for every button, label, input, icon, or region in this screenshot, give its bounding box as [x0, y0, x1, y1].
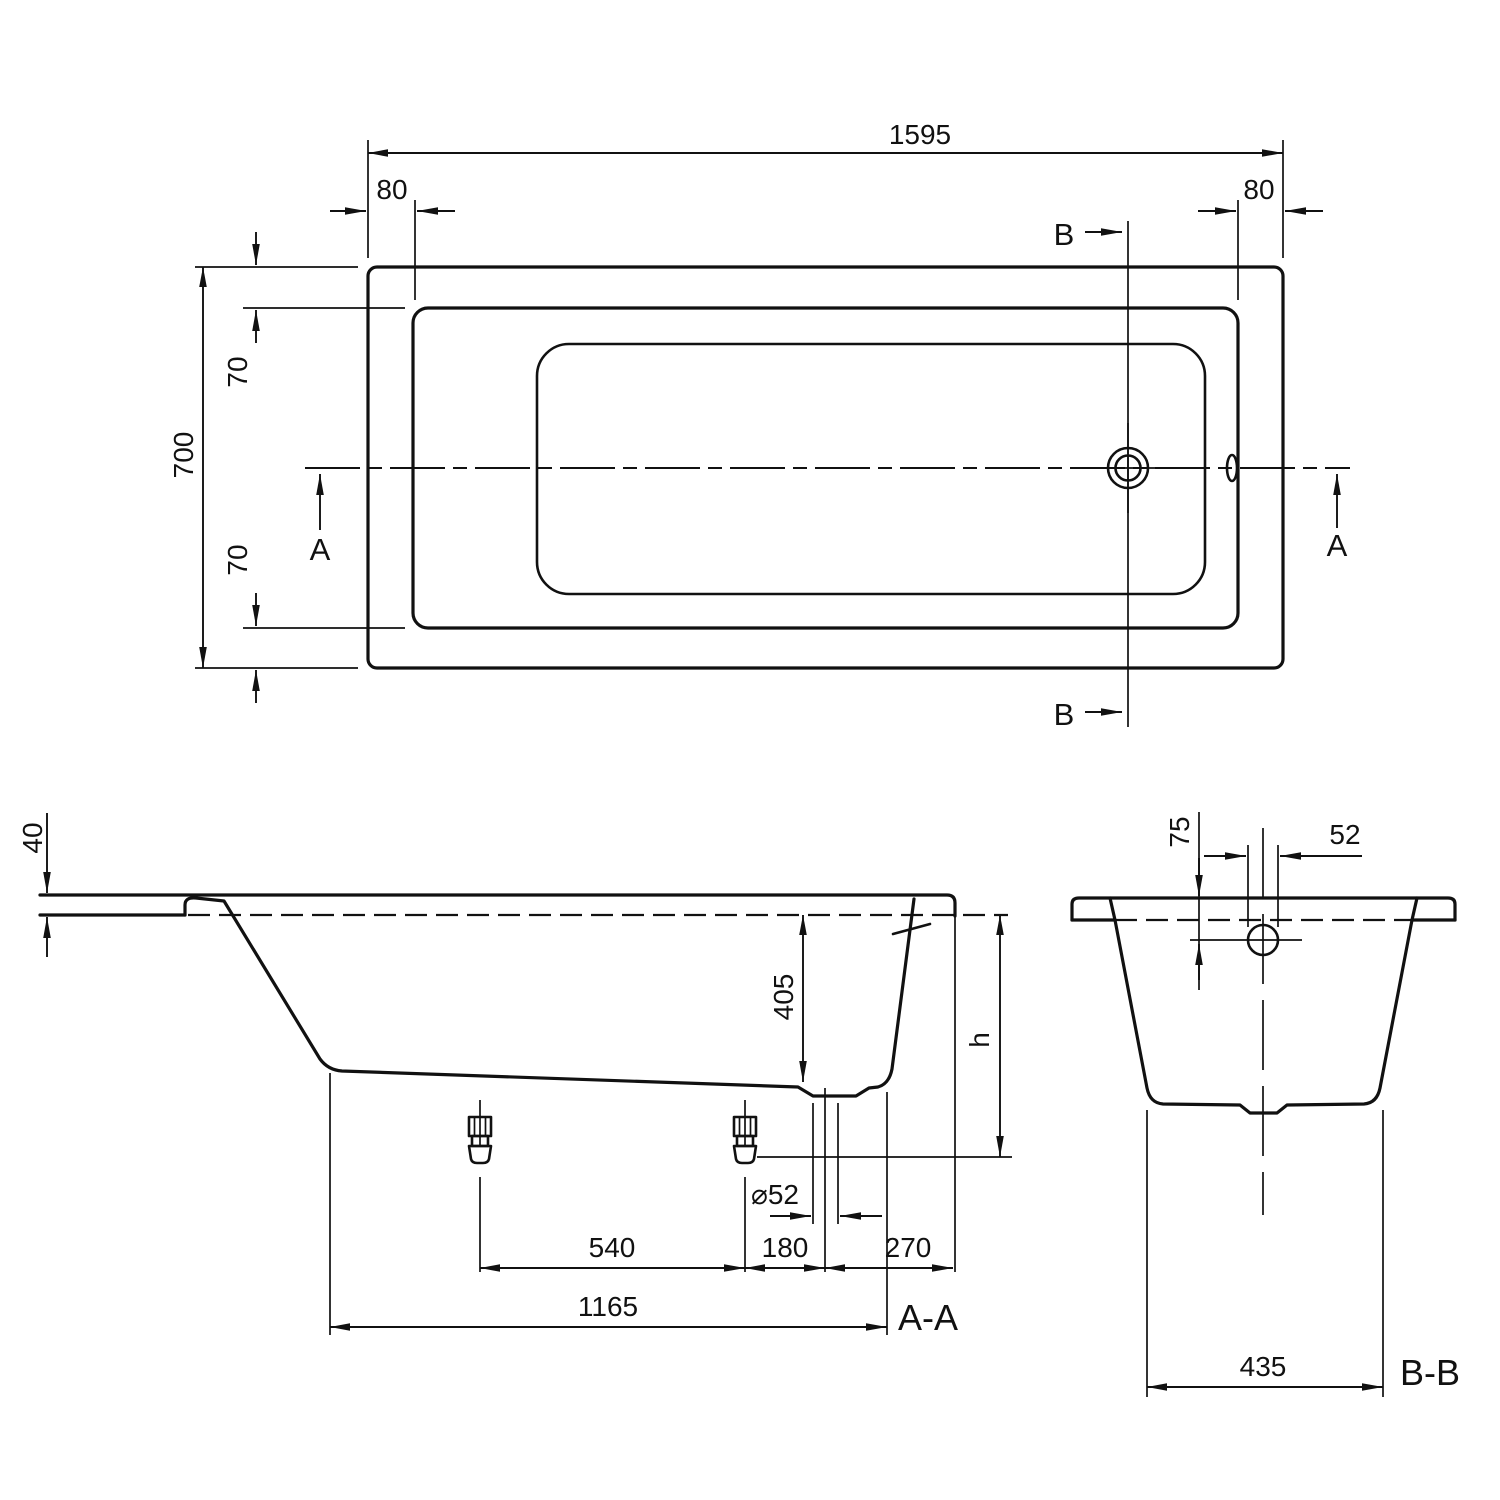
dim-rim-thickness-40: 40: [17, 813, 51, 957]
dim-rim-inset-bottom-70: 70: [222, 544, 405, 703]
dim-total-height-h: h: [964, 915, 1004, 1157]
top-view: B B A A 1595 80 80: [168, 119, 1350, 732]
dim-drain-to-end-270: 270: [825, 1232, 953, 1272]
dim-foot-span-1165: 1165: [330, 1291, 887, 1331]
overflow-icon: [1225, 453, 1239, 483]
dim-label-rim-offset-right: 80: [1243, 174, 1274, 205]
dim-label-base-width: 435: [1240, 1351, 1287, 1382]
dim-label-rim-inset-bottom: 70: [222, 544, 253, 575]
section-name-bb: B-B: [1400, 1352, 1460, 1393]
section-label-a-right: A: [1327, 528, 1348, 563]
rim-tab-inner-right: [1410, 896, 1419, 922]
dim-label-length: 1595: [889, 119, 951, 150]
wall-tick-mark: [891, 922, 932, 936]
section-view-aa: 40 405 h ⌀52 540 180 270: [17, 813, 1012, 1338]
section-label-a-left: A: [310, 532, 331, 567]
dim-rim-offset-right-80: 80: [1198, 174, 1323, 300]
foot-pad: [467, 1144, 493, 1165]
section-view-bb: 75 52 435 B-B: [1070, 812, 1460, 1397]
dim-label-rim-thickness: 40: [17, 822, 48, 853]
dim-foot-to-drain-180: 180: [745, 1232, 825, 1272]
dim-width-700: 700: [168, 266, 358, 669]
dim-base-width-435: 435: [1146, 1110, 1384, 1397]
foot-pad: [732, 1144, 758, 1165]
section-label-b-bottom: B: [1054, 697, 1075, 732]
adjustable-foot-left: [467, 1100, 493, 1272]
dim-inner-depth-405: 405: [768, 915, 807, 1082]
dim-drain-diameter-52: ⌀52: [751, 1179, 882, 1220]
dim-length-1595: 1595: [367, 119, 1284, 258]
tub-basin-floor-edge: [535, 342, 1207, 596]
dim-overflow-diameter-52: 52: [1204, 819, 1362, 860]
dim-rim-inset-top-70: 70: [222, 232, 405, 388]
dim-foot-spacing-540: 540: [480, 1232, 745, 1272]
rim-tab-inner-left: [1108, 896, 1117, 922]
dim-label-width: 700: [168, 432, 199, 479]
dim-rim-offset-left-80: 80: [330, 174, 455, 300]
dim-label-rim-offset-left: 80: [376, 174, 407, 205]
dim-label-total-height: h: [964, 1032, 995, 1048]
section-label-b-top: B: [1054, 217, 1075, 252]
section-name-aa: A-A: [898, 1297, 958, 1338]
rim-top-line: [38, 893, 957, 918]
dim-overflow-drop-75: 75: [1164, 812, 1203, 990]
dim-label-overflow-diameter: 52: [1329, 819, 1360, 850]
tub-section-profile: [183, 896, 916, 1098]
dim-label-foot-span: 1165: [578, 1291, 638, 1322]
dim-label-inner-depth: 405: [768, 974, 799, 1021]
dim-label-rim-inset-top: 70: [222, 356, 253, 387]
dim-label-foot-spacing: 540: [589, 1232, 636, 1263]
dim-label-drain-diameter: ⌀52: [751, 1179, 799, 1210]
dim-label-drain-to-end: 270: [885, 1232, 932, 1263]
dim-label-overflow-drop: 75: [1164, 816, 1195, 847]
adjustable-foot-right: [732, 1100, 758, 1272]
dim-label-foot-to-drain: 180: [762, 1232, 809, 1263]
